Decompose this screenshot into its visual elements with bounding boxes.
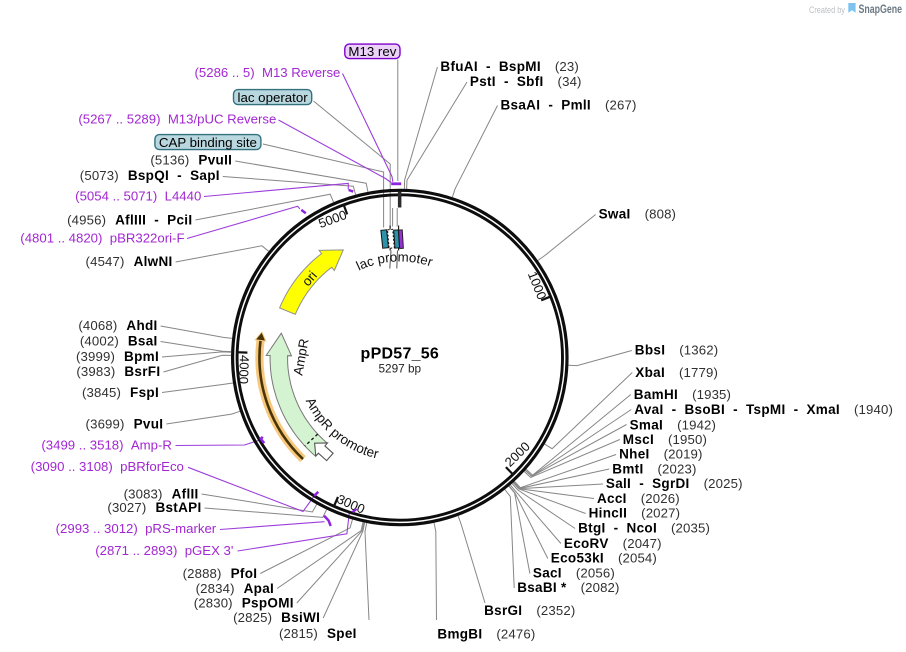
svg-text:(3999)BpmI: (3999)BpmI <box>76 349 159 364</box>
svg-text:(5286 .. 5) M13 Reverse: (5286 .. 5) M13 Reverse <box>195 65 341 80</box>
svg-text:XbaI(1779): XbaI(1779) <box>635 365 718 380</box>
svg-text:(4068)AhdI: (4068)AhdI <box>78 318 157 333</box>
svg-text:(2815)SpeI: (2815)SpeI <box>279 626 357 641</box>
svg-text:(2993 .. 3012) pRS-marker: (2993 .. 3012) pRS-marker <box>56 521 217 536</box>
svg-text:(4956)AflIII - PciI: (4956)AflIII - PciI <box>67 212 192 227</box>
svg-text:(3983)BsrFI: (3983)BsrFI <box>76 364 160 379</box>
svg-text:Eco53kI(2054): Eco53kI(2054) <box>551 551 657 566</box>
svg-text:(4002)BsaI: (4002)BsaI <box>80 334 158 349</box>
svg-text:(2888)PfoI: (2888)PfoI <box>183 566 258 581</box>
svg-text:SmaI(1942): SmaI(1942) <box>630 417 717 432</box>
svg-text:BsrGI(2352): BsrGI(2352) <box>484 603 575 618</box>
svg-text:Created by: Created by <box>809 5 845 16</box>
svg-text:(4547)AlwNI: (4547)AlwNI <box>86 254 173 269</box>
svg-text:BsaBI *(2082): BsaBI *(2082) <box>517 580 619 595</box>
svg-text:AccI(2026): AccI(2026) <box>597 491 680 506</box>
svg-text:pPD57_56: pPD57_56 <box>361 346 440 363</box>
svg-text:(5267 .. 5289) M13/pUC Revers: (5267 .. 5289) M13/pUC Reverse <box>78 112 276 127</box>
svg-text:BfuAI - BspMI(23): BfuAI - BspMI(23) <box>440 59 579 74</box>
svg-text:(3083)AflII: (3083)AflII <box>124 486 199 501</box>
svg-text:(2830)PspOMI: (2830)PspOMI <box>194 595 294 610</box>
svg-text:(2871 .. 2893) pGEX 3': (2871 .. 2893) pGEX 3' <box>95 543 233 558</box>
svg-text:AmpR: AmpR <box>290 338 311 377</box>
svg-text:(5073)BspQI - SapI: (5073)BspQI - SapI <box>80 168 220 183</box>
svg-text:lac operator: lac operator <box>237 90 308 105</box>
svg-text:(5136)PvuII: (5136)PvuII <box>150 153 232 168</box>
svg-text:NheI(2019): NheI(2019) <box>619 447 703 462</box>
svg-text:CAP binding site: CAP binding site <box>159 135 257 150</box>
svg-text:BmtI(2023): BmtI(2023) <box>612 461 696 476</box>
svg-text:BmgBI(2476): BmgBI(2476) <box>437 626 535 641</box>
svg-text:(3027)BstAPI: (3027)BstAPI <box>107 500 201 515</box>
svg-text:AvaI - BsoBI - TspMI - X: AvaI - BsoBI - TspMI - XmaI(1940) <box>634 402 893 417</box>
svg-text:(2834)ApaI: (2834)ApaI <box>196 581 275 596</box>
svg-text:(4801 .. 4820) pBR322ori-F: (4801 .. 4820) pBR322ori-F <box>20 230 184 245</box>
svg-text:MscI(1950): MscI(1950) <box>623 432 707 447</box>
svg-text:M13 rev: M13 rev <box>348 44 396 59</box>
svg-text:(3845)FspI: (3845)FspI <box>82 385 159 400</box>
svg-text:PstI - SbfI(34): PstI - SbfI(34) <box>470 74 582 89</box>
svg-text:(5054 .. 5071) L4440: (5054 .. 5071) L4440 <box>75 188 201 203</box>
svg-text:lac promoter: lac promoter <box>354 249 435 273</box>
svg-text:BsaAI - PmlI(267): BsaAI - PmlI(267) <box>501 98 637 113</box>
svg-text:(2825)BsiWI: (2825)BsiWI <box>233 610 320 625</box>
svg-text:HincII(2027): HincII(2027) <box>589 506 681 521</box>
svg-text:5297 bp: 5297 bp <box>378 362 421 376</box>
svg-text:(3499 .. 3518) Amp-R: (3499 .. 3518) Amp-R <box>41 437 171 452</box>
svg-text:SalI - SgrDI(2025): SalI - SgrDI(2025) <box>606 476 743 491</box>
svg-text:EcoRV(2047): EcoRV(2047) <box>564 536 662 551</box>
svg-text:4000: 4000 <box>236 355 252 384</box>
svg-text:BbsI(1362): BbsI(1362) <box>635 343 719 358</box>
svg-text:(3699)PvuI: (3699)PvuI <box>86 416 164 431</box>
svg-text:BamHI(1935): BamHI(1935) <box>634 387 731 402</box>
svg-text:(3090 .. 3108) pBRforEco: (3090 .. 3108) pBRforEco <box>31 459 184 474</box>
svg-text:BtgI - NcoI(2035): BtgI - NcoI(2035) <box>578 521 710 536</box>
svg-text:SnapGene: SnapGene <box>859 3 903 16</box>
svg-text:SwaI(808): SwaI(808) <box>599 207 677 222</box>
svg-text:SacI(2056): SacI(2056) <box>533 565 615 580</box>
